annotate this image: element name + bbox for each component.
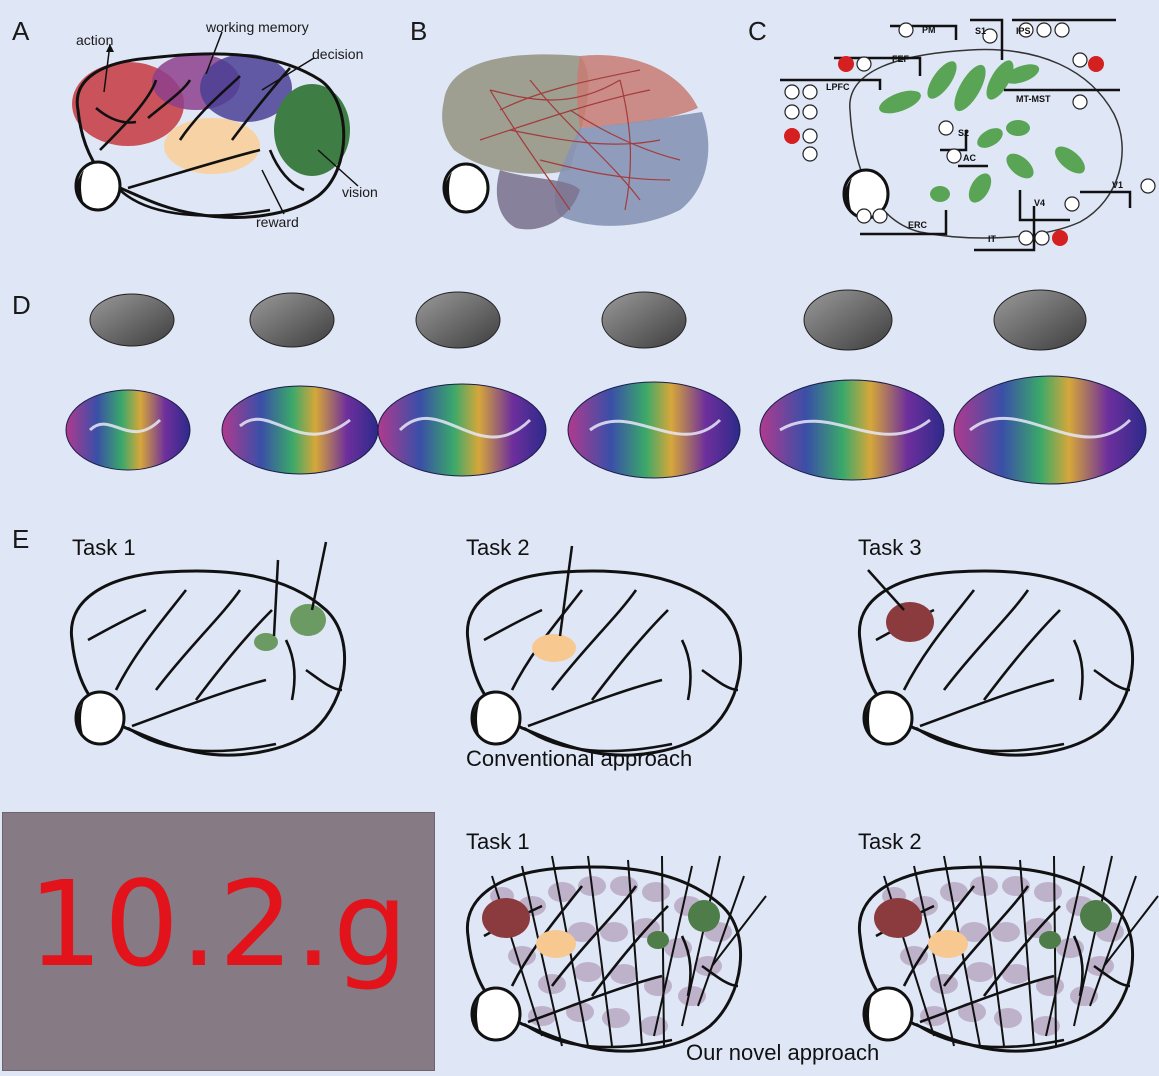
marker-red [1052,230,1068,246]
panel-b-connectivity [420,20,720,270]
area-label-lpfc: LPFC [826,82,850,92]
novel-brain-1 [467,856,766,1051]
label-decision: decision [312,46,363,62]
area-label-erc: ERC [908,220,927,230]
area-label-mt-mst: MT-MST [1016,94,1051,104]
marker-red [784,128,800,144]
reward-region [164,118,260,174]
atlas-slice-row [66,376,1146,484]
area-label-s2: S2 [958,128,969,138]
conventional-approach-caption: Conventional approach [466,746,692,772]
marker-red [838,56,854,72]
marker-red [1088,56,1104,72]
label-vision: vision [342,184,378,200]
weight-readout-text: 10.2.g [28,855,409,993]
mri-slice-row [90,290,1086,350]
conventional-brain-3 [859,570,1132,755]
area-label-ac: AC [963,153,976,163]
area-label-pm: PM [922,25,936,35]
novel-approach-caption: Our novel approach [686,1040,879,1066]
area-label-v4: V4 [1034,198,1045,208]
panel-d-slices [0,280,1159,510]
area-label-v1: V1 [1112,180,1123,190]
panel-c-area-map [770,10,1159,270]
conventional-brain-2 [467,546,740,755]
area-label-fef: FEF [892,54,909,64]
area-label-ips: IPS [1016,26,1031,36]
panel-a-brain [0,0,400,270]
label-action: action [76,32,113,48]
weight-readout-box: 10.2.g [2,812,435,1071]
panel-e-conventional-brains [0,540,1159,780]
label-working-memory: working memory [206,19,309,35]
conventional-brain-1 [71,542,344,755]
panel-letter-c: C [748,16,767,47]
novel-brain-2 [859,856,1158,1051]
label-reward: reward [256,214,299,230]
area-label-s1: S1 [975,26,986,36]
area-label-it: IT [988,234,996,244]
